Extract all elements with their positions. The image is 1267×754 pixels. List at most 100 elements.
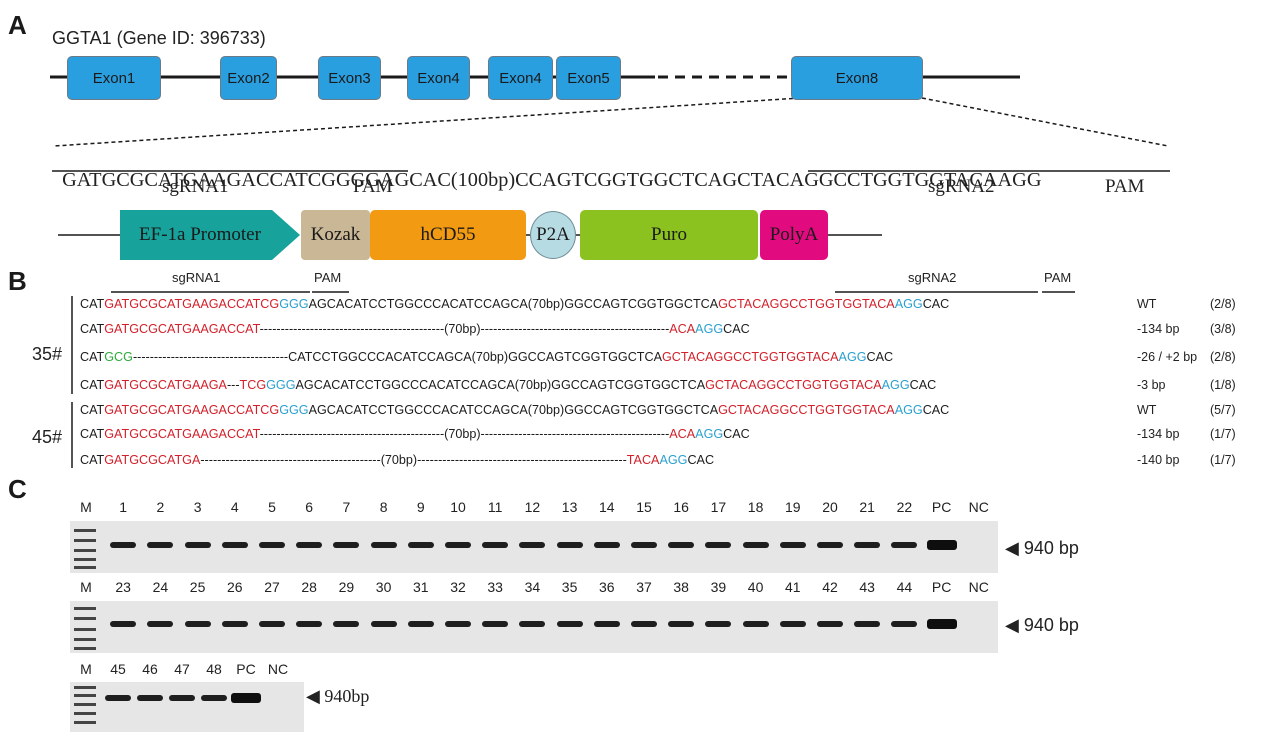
lane-label: 21 (859, 499, 875, 515)
sequence-segment: CAT (80, 378, 105, 392)
alignment-sequence-row: CATGATGCGCATGAAGACCAT-------------------… (80, 427, 750, 441)
lane-label: 44 (896, 579, 913, 595)
mutation-ratio: (2/8) (1210, 350, 1236, 364)
ladder-band (74, 694, 96, 697)
sequence-segment: AGG (695, 322, 724, 336)
mutation-ratio: (3/8) (1210, 322, 1236, 336)
construct-hcd55: hCD55 (370, 210, 526, 260)
lane-label: 4 (230, 499, 239, 515)
sequence-segment: -------------------------------------CAT… (132, 350, 662, 364)
sequence-segment: AGCACATCCTGGCCCACATCCAGCA(70bp)GGCCAGTCG… (308, 297, 719, 311)
lane-label: NC (968, 579, 989, 595)
lane-label: 38 (673, 579, 689, 595)
sequence-segment: ----------------------------------------… (259, 322, 670, 336)
lane-label: 17 (710, 499, 727, 515)
alignment-sequence-row: CATGCG----------------------------------… (80, 350, 893, 364)
lane-label: M (80, 499, 92, 515)
lane-label: 8 (379, 499, 388, 515)
lane-label: NC (267, 661, 289, 677)
sequence-segment: ACA (669, 427, 696, 441)
lane-label: 20 (822, 499, 838, 515)
dna-band (407, 621, 434, 627)
sequence-segment: --- (226, 378, 240, 392)
mutation-label: -26 / +2 bp (1137, 350, 1198, 364)
lane-label: 37 (636, 579, 652, 595)
exon-4a: Exon4 (407, 56, 470, 100)
gel-image (70, 682, 304, 732)
dna-band (779, 542, 806, 548)
exon-3: Exon3 (318, 56, 381, 100)
lane-label: 27 (264, 579, 280, 595)
dna-band (221, 621, 248, 627)
lane-label: 34 (524, 579, 541, 595)
exon-4b: Exon4 (488, 56, 553, 100)
mutation-ratio: (2/8) (1210, 297, 1236, 311)
ladder-band (74, 628, 96, 631)
exon-1: Exon1 (67, 56, 161, 100)
lane-label: 15 (636, 499, 652, 515)
exon-5: Exon5 (556, 56, 621, 100)
sequence-segment: GCTACAGGCCTGGTGGTACA (718, 297, 895, 311)
sequence-segment: AGCACATCCTGGCCCACATCCAGCA(70bp)GGCCAGTCG… (295, 378, 706, 392)
exon-8: Exon8 (791, 56, 923, 100)
ladder-band (74, 686, 96, 689)
dna-band (169, 695, 195, 701)
dna-band (817, 621, 843, 627)
lane-label: 1 (119, 499, 128, 515)
pam1-label: PAM (353, 176, 393, 197)
dna-band (854, 542, 881, 548)
dna-band (519, 621, 546, 627)
lane-label: NC (968, 499, 989, 515)
dna-band (105, 695, 131, 701)
sequence-segment: CAC (866, 350, 894, 364)
lane-label: 18 (747, 499, 764, 515)
dna-band (668, 542, 695, 548)
mutation-label: -134 bp (1137, 322, 1180, 336)
dna-band (259, 621, 285, 627)
ladder-band (74, 558, 96, 561)
sequence-segment: GATGCGCATGAAGACCAT (104, 427, 260, 441)
sequence-segment: ----------------------------------------… (259, 427, 670, 441)
dna-band (854, 621, 881, 627)
lane-label: 24 (152, 579, 169, 595)
mutation-label: -134 bp (1137, 427, 1180, 441)
lane-label: 23 (115, 579, 131, 595)
ladder-band (74, 712, 96, 715)
sequence-segment: ACA (669, 322, 696, 336)
sequence-segment: AGG (894, 297, 923, 311)
gel2-size-marker: ◀ 940 bp (1005, 615, 1079, 636)
mutation-ratio: (1/8) (1210, 378, 1236, 392)
lane-label: 22 (896, 499, 913, 515)
lane-label: 10 (450, 499, 466, 515)
ladder-band (74, 549, 96, 552)
sequence-segment: AGG (659, 453, 688, 467)
gel1-size-marker: ◀ 940 bp (1005, 538, 1079, 559)
sequence-segment: CAT (80, 322, 105, 336)
ladder-band (74, 703, 96, 706)
sgrna1-label: sgRNA1 (162, 176, 229, 197)
lane-label: 12 (524, 499, 541, 515)
dna-band (705, 542, 732, 548)
sequence-segment: CAC (909, 378, 937, 392)
align-pam2-header: PAM (1044, 270, 1072, 285)
dna-band (482, 621, 509, 627)
lane-label: 48 (206, 661, 222, 677)
gel3-size: 940bp (324, 686, 370, 706)
dna-band (445, 621, 471, 627)
mutation-label: WT (1137, 297, 1157, 311)
sequence-segment: CAC (723, 322, 750, 336)
construct-puro: Puro (580, 210, 758, 260)
target-sequence: GATGCGCATGAAGACCATCGGGGAGCAC(100bp)CCAGT… (52, 146, 1041, 192)
sequence-segment: GCG (104, 350, 133, 364)
gel-image (70, 601, 998, 653)
dna-band (519, 542, 546, 548)
dna-band (593, 542, 620, 548)
ladder-band (74, 638, 96, 641)
lane-label: 46 (142, 661, 158, 677)
lane-label: 40 (747, 579, 764, 595)
alignment-guides (71, 291, 1075, 468)
dna-band (333, 542, 360, 548)
sequence-segment: CAC (922, 403, 950, 417)
lane-label: 25 (189, 579, 206, 595)
mutation-ratio: (5/7) (1210, 403, 1236, 417)
